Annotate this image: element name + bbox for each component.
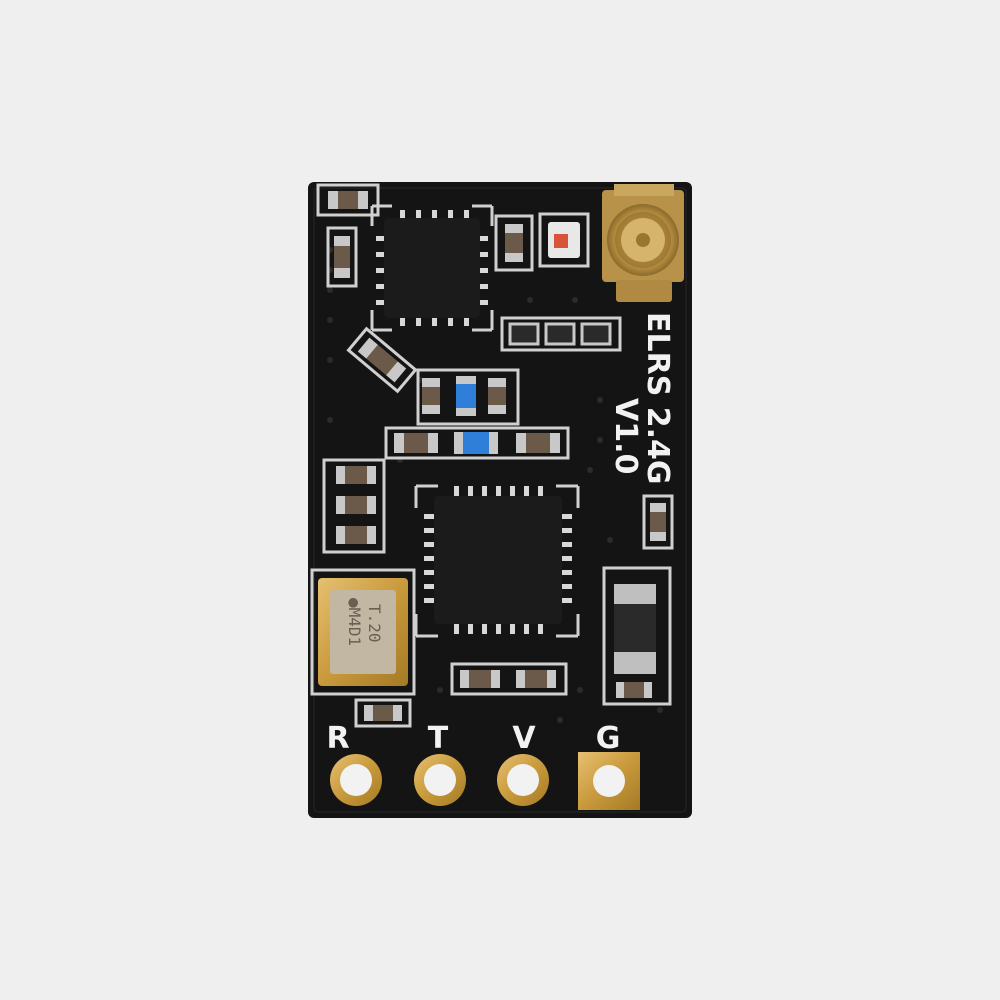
board-label-line2: V1.0 bbox=[608, 398, 643, 474]
capacitor-bottom-left bbox=[354, 698, 412, 728]
ufl-antenna-connector[interactable] bbox=[602, 184, 684, 302]
status-led bbox=[538, 212, 590, 268]
solder-pad-r[interactable] bbox=[330, 754, 382, 806]
pad-label-r: R bbox=[326, 721, 349, 756]
capacitor-row-bottom bbox=[450, 662, 568, 696]
pad-label-t: T bbox=[428, 721, 449, 756]
solder-pad-g[interactable] bbox=[578, 752, 640, 810]
capacitor-top-left bbox=[316, 183, 380, 217]
capacitor-left-vertical bbox=[326, 226, 358, 288]
main-mcu-chip bbox=[414, 484, 580, 638]
capacitor-stack-left bbox=[322, 458, 386, 554]
board-label-line1: ELRS 2.4G bbox=[640, 312, 675, 485]
pad-label-g: G bbox=[596, 721, 621, 756]
crystal-oscillator: T.20 ●M4D1 bbox=[310, 568, 416, 696]
capacitor-cluster-middle bbox=[384, 368, 570, 460]
voltage-regulator bbox=[602, 566, 672, 706]
top-qfn-chip bbox=[370, 204, 494, 332]
board-label: ELRS 2.4G V1.0 bbox=[608, 312, 675, 485]
solder-pad-v[interactable] bbox=[497, 754, 549, 806]
crystal-marking-1: T.20 bbox=[365, 604, 384, 643]
capacitor-right-small bbox=[642, 494, 674, 550]
pad-label-v: V bbox=[512, 721, 536, 756]
solder-pad-t[interactable] bbox=[414, 754, 466, 806]
resistor-array-top bbox=[500, 316, 622, 352]
capacitor-diagonal bbox=[346, 326, 418, 394]
crystal-marking-2: ●M4D1 bbox=[345, 598, 364, 646]
capacitor-top-right bbox=[494, 214, 534, 272]
